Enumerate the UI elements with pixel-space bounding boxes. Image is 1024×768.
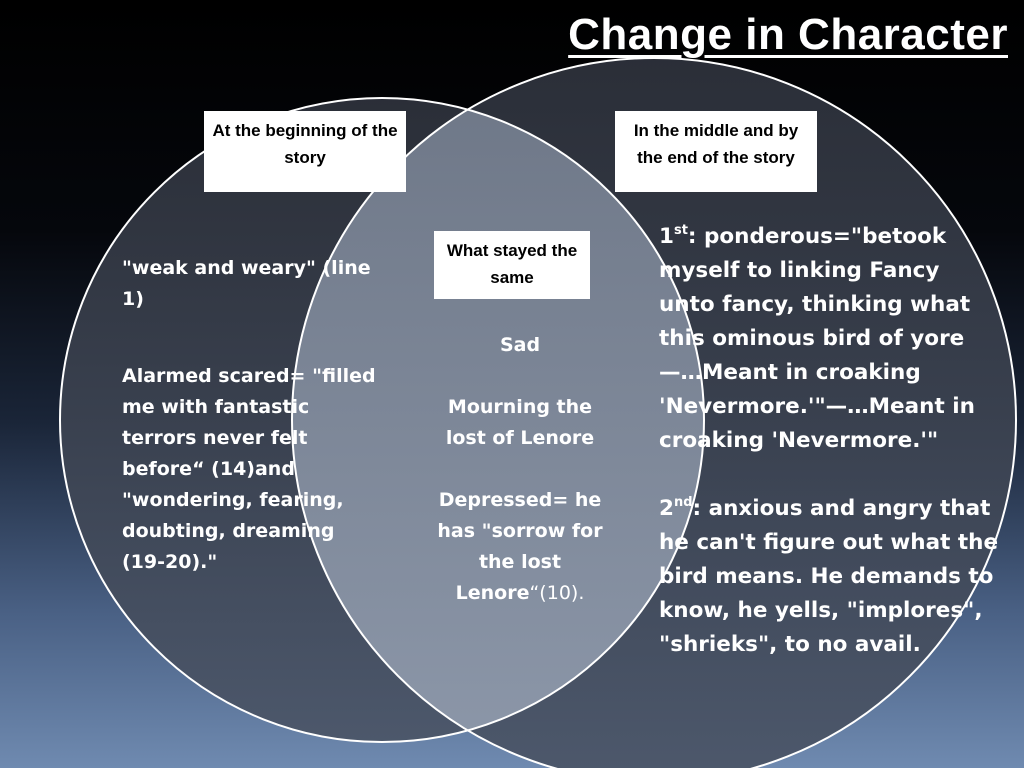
- middle-item-1: Sad: [499, 334, 541, 356]
- middle-item-2: Mourning the lost of Lenore: [445, 396, 595, 449]
- right-item-1-suffix: st: [673, 223, 688, 238]
- right-item-1-number: 1: [659, 224, 674, 249]
- right-item-2: 2nd: anxious and angry that he can't fig…: [659, 492, 999, 662]
- right-item-2-suffix: nd: [673, 495, 693, 510]
- left-item-2: Alarmed scared= "filled me with fantasti…: [122, 365, 376, 573]
- right-circle-outline: [291, 57, 1017, 768]
- left-section-label: At the beginning of the story: [204, 111, 406, 192]
- right-item-2-text: : anxious and angry that he can't figure…: [659, 496, 999, 657]
- left-circle-outline: [59, 97, 705, 743]
- right-section-label: In the middle and by the end of the stor…: [615, 111, 817, 192]
- middle-item-3-main: Depressed= he has "sorrow for the lost L…: [437, 489, 603, 604]
- right-item-2-number: 2: [659, 496, 674, 521]
- middle-item-3: Depressed= he has "sorrow for the lost L…: [430, 485, 610, 609]
- middle-section-text: Sad Mourning the lost of Lenore Depresse…: [430, 330, 610, 640]
- right-item-1: 1st: ponderous="betook myself to linking…: [659, 220, 999, 458]
- middle-item-3-citation: “(10).: [529, 582, 585, 604]
- page-title: Change in Character: [568, 10, 1008, 59]
- right-section-text: 1st: ponderous="betook myself to linking…: [659, 220, 999, 696]
- left-section-text: "weak and weary" (line 1) Alarmed scared…: [122, 253, 377, 624]
- right-item-1-text: : ponderous="betook myself to linking Fa…: [659, 224, 975, 453]
- left-item-1: "weak and weary" (line 1): [122, 257, 371, 310]
- middle-section-label: What stayed the same: [434, 231, 590, 299]
